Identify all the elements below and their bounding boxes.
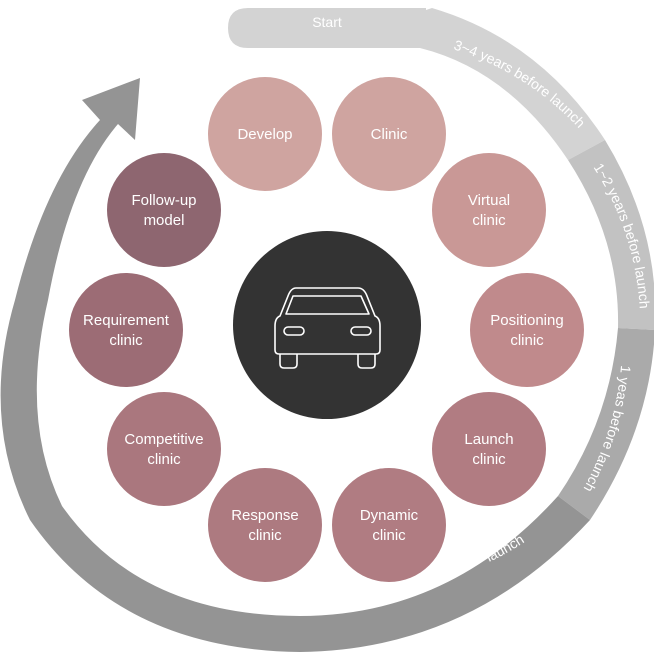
stage-node-label: clinic [510, 332, 544, 349]
start-tab [228, 8, 426, 48]
stage-node-label: model [144, 212, 185, 229]
center-hub [233, 231, 421, 419]
stage-node-label: Virtual [468, 192, 510, 209]
stage-node-circle [107, 392, 221, 506]
stage-node-label: Competitive [124, 431, 203, 448]
stage-node-circle [107, 153, 221, 267]
stage-node-label: clinic [372, 527, 406, 544]
ring-segment-phase3 [558, 328, 654, 520]
stage-node-label: Develop [237, 126, 292, 143]
stage-node-label: clinic [147, 451, 181, 468]
stage-node-circle [332, 468, 446, 582]
stage-node-label: clinic [109, 332, 143, 349]
stage-node-follow-up-model: Follow-up model [107, 153, 221, 267]
start-label: Start [312, 14, 342, 30]
stage-node-dynamic-clinic: Dynamic clinic [332, 468, 446, 582]
stage-node-develop: Develop [208, 77, 322, 191]
stage-node-label: Clinic [371, 126, 408, 143]
stage-node-label: Response [231, 507, 299, 524]
car-icon [274, 287, 381, 369]
stage-node-circle [470, 273, 584, 387]
stage-node-positioning-clinic: Positioning clinic [470, 273, 584, 387]
ring-segment-phase2 [568, 140, 654, 330]
stage-node-label: Requirement [83, 312, 170, 329]
stage-node-label: clinic [248, 527, 282, 544]
stage-node-circle [332, 77, 446, 191]
stage-node-circle [69, 273, 183, 387]
stage-node-label: clinic [472, 451, 506, 468]
stage-node-label: Dynamic [360, 507, 419, 524]
stage-node-circle [432, 153, 546, 267]
stage-node-circle [208, 77, 322, 191]
stage-node-circle [432, 392, 546, 506]
stage-node-launch-clinic: Launch clinic [432, 392, 546, 506]
stage-node-virtual-clinic: Virtual clinic [432, 153, 546, 267]
stage-node-requirement-clinic: Requirement clinic [69, 273, 183, 387]
center-circle [233, 231, 421, 419]
stage-node-clinic: Clinic [332, 77, 446, 191]
stage-node-label: Positioning [490, 312, 563, 329]
outer-cycle-ring [0, 8, 654, 652]
stage-node-label: Launch [464, 431, 513, 448]
stage-node-label: Follow-up [131, 192, 196, 209]
stage-node-competitive-clinic: Competitive clinic [107, 392, 221, 506]
stage-node-label: clinic [472, 212, 506, 229]
stage-node-circle [208, 468, 322, 582]
stage-node-response-clinic: Response clinic [208, 468, 322, 582]
ring-segment-phase1 [420, 8, 605, 160]
